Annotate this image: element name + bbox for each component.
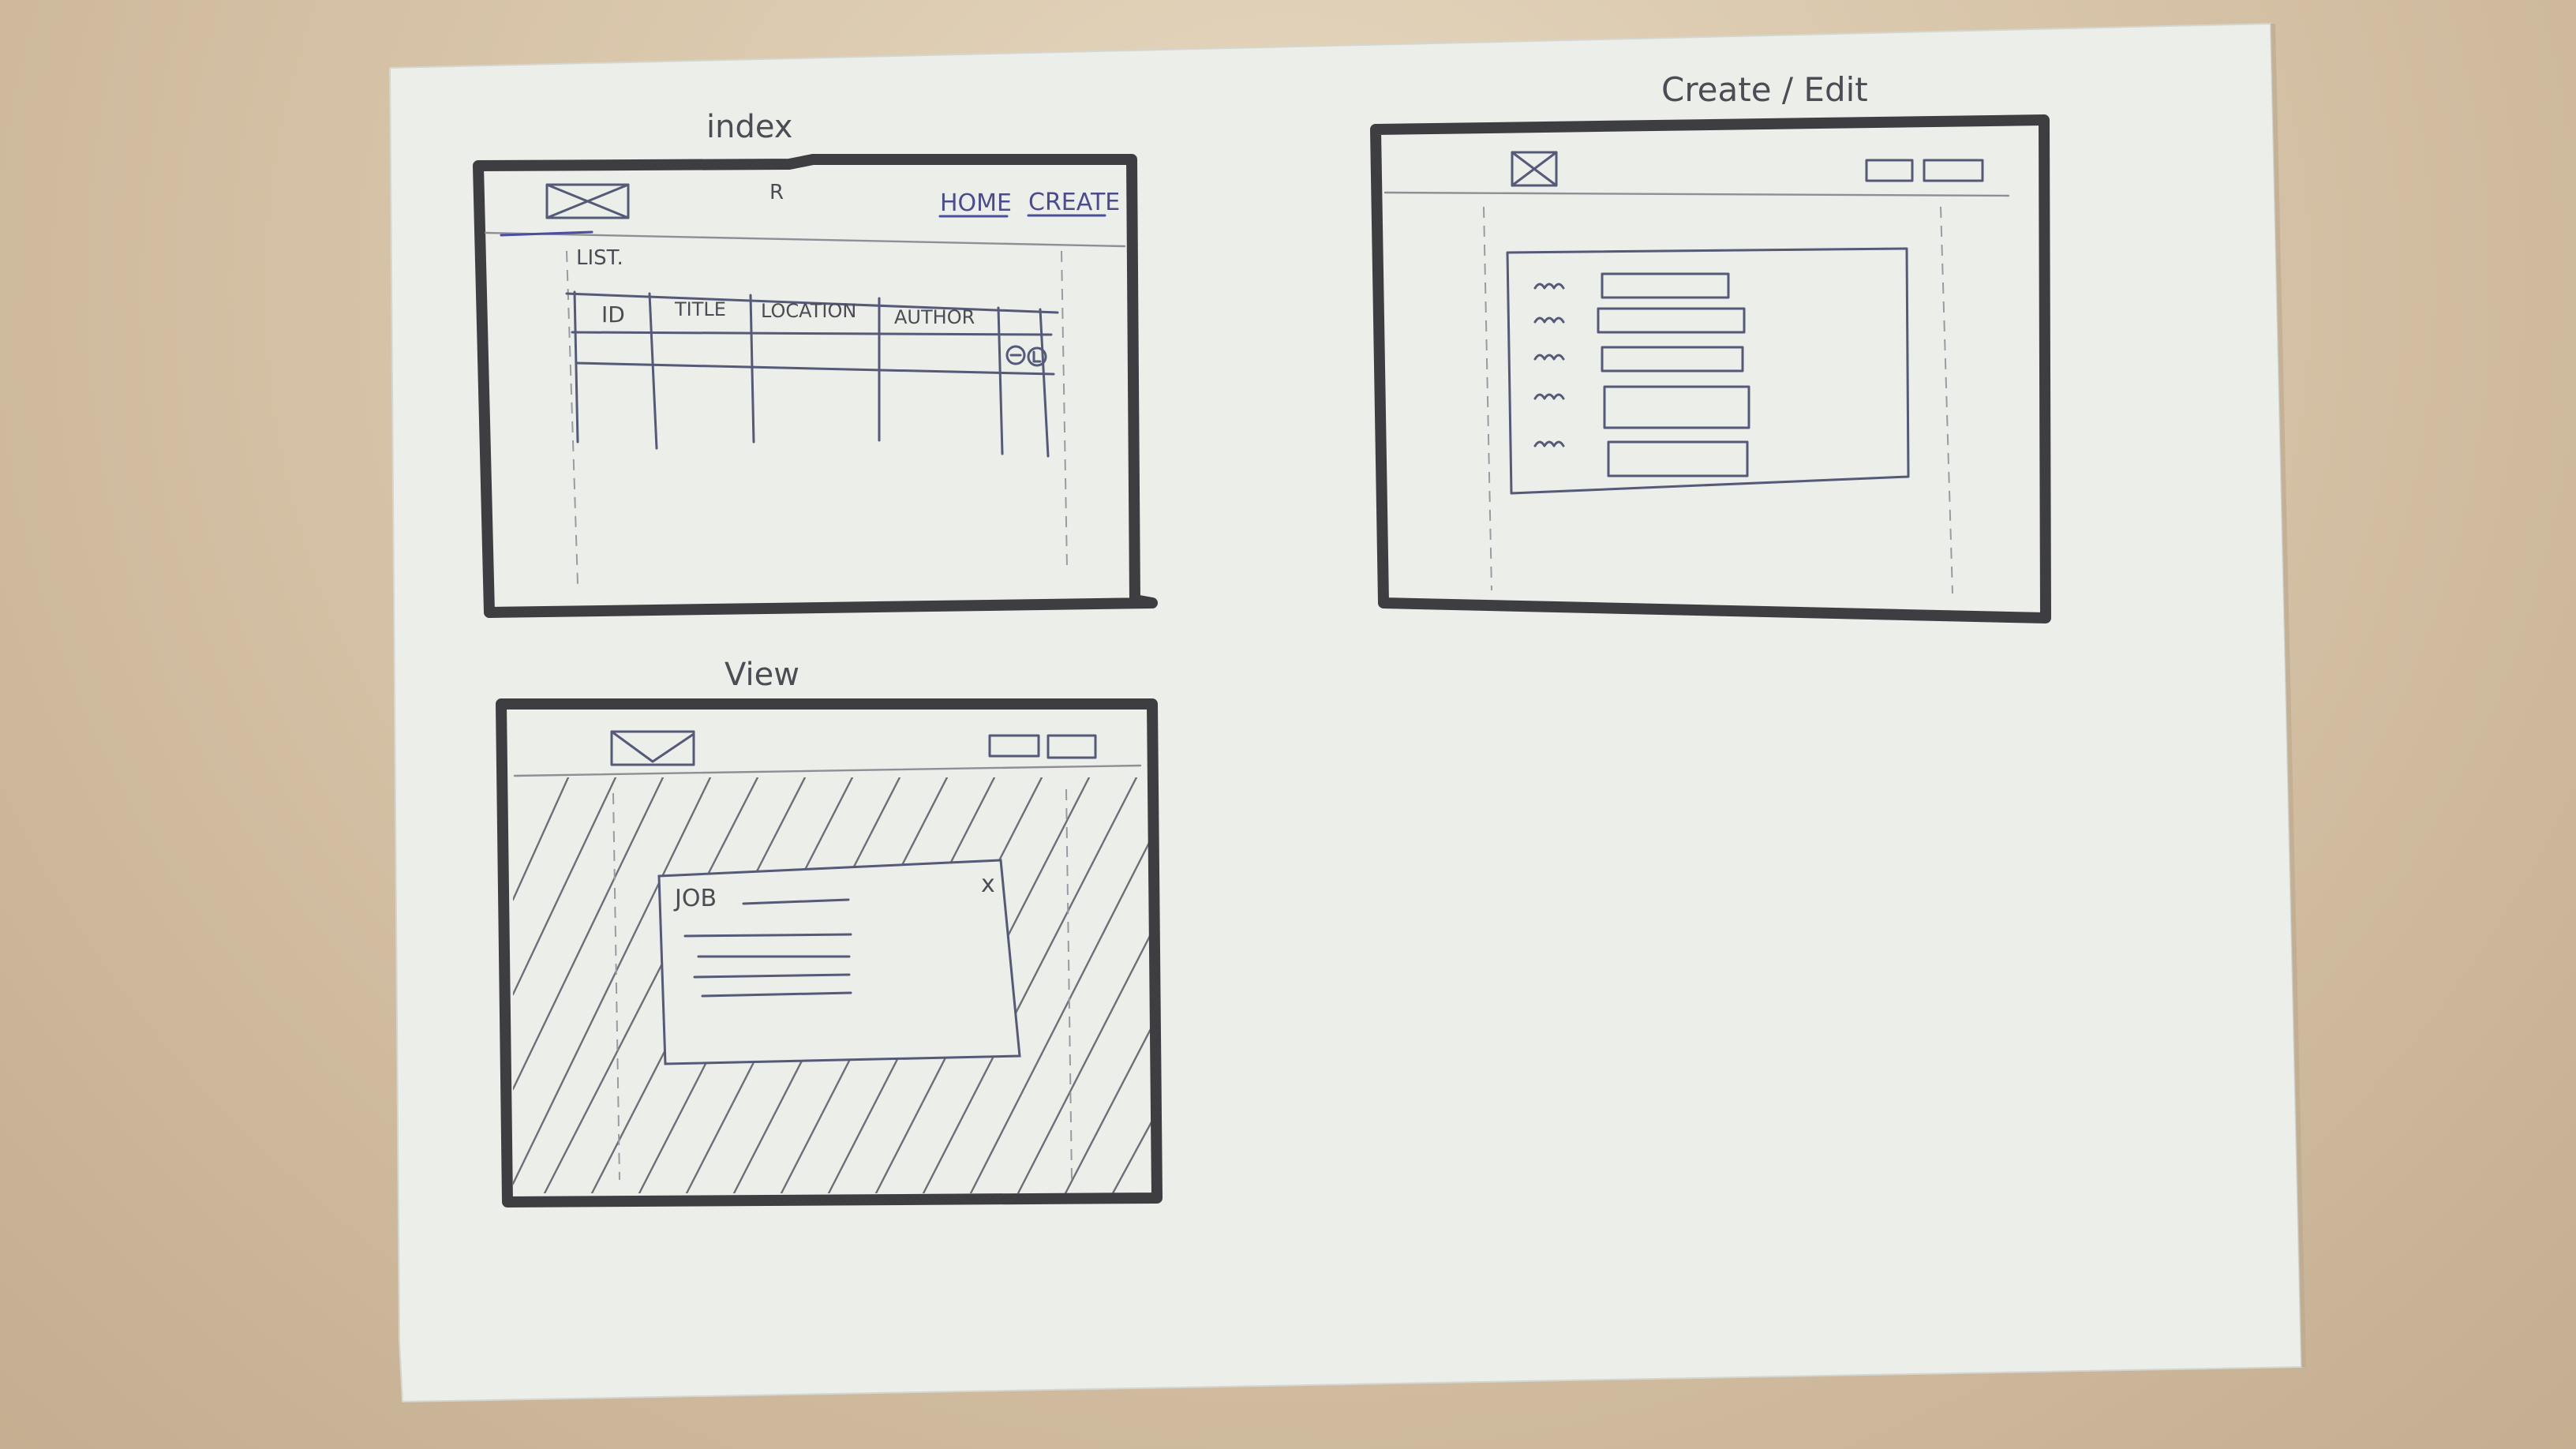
index-active-underline: [500, 230, 593, 237]
index-list-label: LIST.: [576, 246, 623, 270]
index-col-id: ID: [601, 301, 625, 328]
paper-shadow: [2271, 24, 2306, 1367]
form-input-5[interactable]: [1607, 440, 1749, 477]
index-col-author: AUTHOR: [894, 306, 975, 328]
index-table: ID TITLE LOCATION AUTHOR: [565, 290, 1059, 458]
form-field-label-4: [1533, 393, 1565, 400]
index-col-location: LOCATION: [761, 300, 856, 322]
create-edit-left-margin: [1483, 206, 1492, 591]
view-header-button-1[interactable]: [988, 734, 1040, 758]
view-right-margin: [1065, 788, 1073, 1181]
view-header-divider: [513, 764, 1142, 777]
index-col-title: TITLE: [674, 298, 726, 320]
create-edit-browser-frame: [1370, 114, 2051, 623]
index-sketch-title: index: [706, 109, 792, 145]
index-table-row-line: [575, 361, 1055, 376]
view-sketch-title: View: [724, 657, 799, 693]
paper-sheet: [388, 22, 2303, 1403]
index-nav-home[interactable]: HOME: [940, 189, 1012, 217]
index-right-margin: [1061, 250, 1068, 569]
create-edit-logo-placeholder: [1511, 151, 1558, 187]
index-header-mark: R: [769, 181, 784, 204]
view-modal-content: [683, 933, 852, 998]
form-field-label-5: [1533, 440, 1565, 447]
edit-icon[interactable]: [1005, 345, 1026, 365]
create-edit-form-panel: [1506, 247, 1910, 495]
view-modal-close[interactable]: x: [981, 871, 995, 898]
form-input-2[interactable]: [1597, 307, 1746, 334]
view-left-margin: [612, 792, 620, 1181]
view-modal-heading: JOB: [673, 885, 717, 912]
form-input-3[interactable]: [1601, 346, 1744, 373]
index-table-top: [565, 292, 1059, 314]
create-edit-sketch: Create / Edit: [1370, 70, 2051, 623]
create-edit-right-margin: [1940, 206, 1953, 594]
create-edit-header-button-2[interactable]: [1923, 159, 1984, 182]
form-field-label-2: [1533, 316, 1565, 324]
row-action-icons[interactable]: [1005, 345, 1047, 367]
view-header-button-2[interactable]: [1046, 734, 1097, 759]
view-browser-frame: [496, 698, 1163, 1208]
form-input-1[interactable]: [1601, 272, 1730, 299]
view-sketch: View JOB x: [496, 657, 1163, 1208]
index-logo-placeholder: [545, 183, 630, 219]
index-sketch: index R HOME CREATE LIST.: [473, 109, 1158, 618]
form-field-label-3: [1533, 354, 1565, 361]
view-logo-placeholder: [610, 730, 695, 766]
index-header-divider: [484, 231, 1126, 248]
form-input-4[interactable]: [1603, 385, 1750, 429]
delete-icon[interactable]: [1027, 346, 1047, 367]
create-edit-sketch-title: Create / Edit: [1661, 70, 1868, 109]
create-edit-header-button-1[interactable]: [1865, 159, 1914, 182]
create-edit-header-divider: [1383, 191, 2010, 197]
form-field-label-1: [1533, 283, 1565, 290]
view-modal-panel: [657, 859, 1021, 1065]
index-nav-create[interactable]: CREATE: [1028, 189, 1120, 216]
index-browser-frame: [473, 154, 1158, 618]
view-modal-heading-line: [742, 898, 850, 905]
